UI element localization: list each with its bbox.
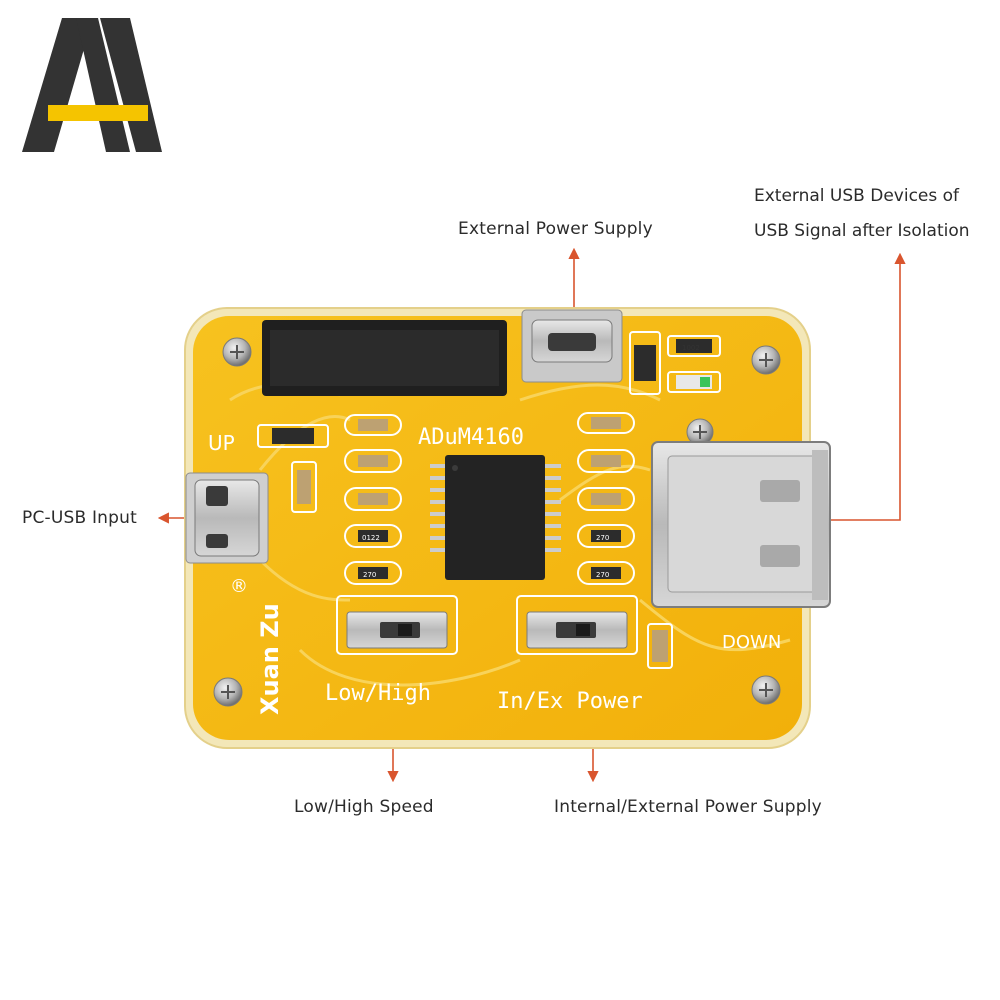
micro-usb-port-icon	[185, 472, 269, 564]
chip-label: ADuM4160	[418, 425, 524, 450]
callout-speed: Low/High Speed	[294, 797, 434, 817]
registered-mark: ®	[230, 576, 248, 597]
screw-icon	[213, 677, 243, 707]
adum4160-chip	[430, 455, 561, 580]
smd-components	[257, 331, 721, 669]
callout-external-power: External Power Supply	[458, 219, 653, 239]
power-switch-label: In/Ex Power	[497, 689, 643, 714]
aa-logo-icon	[22, 18, 162, 152]
resistor-code: 1002	[682, 344, 700, 352]
callout-external-usb-line1: External USB Devices of	[754, 186, 960, 206]
micro-usb-port-icon	[521, 309, 623, 383]
screw-icon	[751, 675, 781, 705]
brand-label: Xuan Zu	[256, 603, 284, 715]
callout-power-switch: Internal/External Power Supply	[554, 797, 822, 817]
slide-switch-icon	[516, 595, 638, 655]
smd-bodies	[272, 339, 712, 662]
slide-switch-icon	[336, 595, 458, 655]
screw-icon	[222, 337, 252, 367]
callout-external-usb: External USB Devices of USB Signal after…	[754, 179, 970, 249]
callout-pc-usb: PC-USB Input	[22, 508, 137, 528]
resistor-code: 0122	[362, 534, 380, 542]
usb-a-port-icon	[651, 441, 831, 608]
usb-isolator-board: ADuM4160 UP DOWN Low/High In/Ex Power ® …	[184, 307, 831, 749]
resistor-code: 270	[596, 534, 609, 542]
callout-external-usb-line2: USB Signal after Isolation	[754, 221, 970, 241]
arrow-external-usb	[815, 252, 906, 521]
down-label: DOWN	[722, 632, 781, 653]
speed-switch-label: Low/High	[325, 681, 431, 706]
screw-icon	[751, 345, 781, 375]
resistor-code: 270	[363, 571, 376, 579]
resistor-code: 270	[596, 571, 609, 579]
up-label: UP	[208, 431, 235, 455]
